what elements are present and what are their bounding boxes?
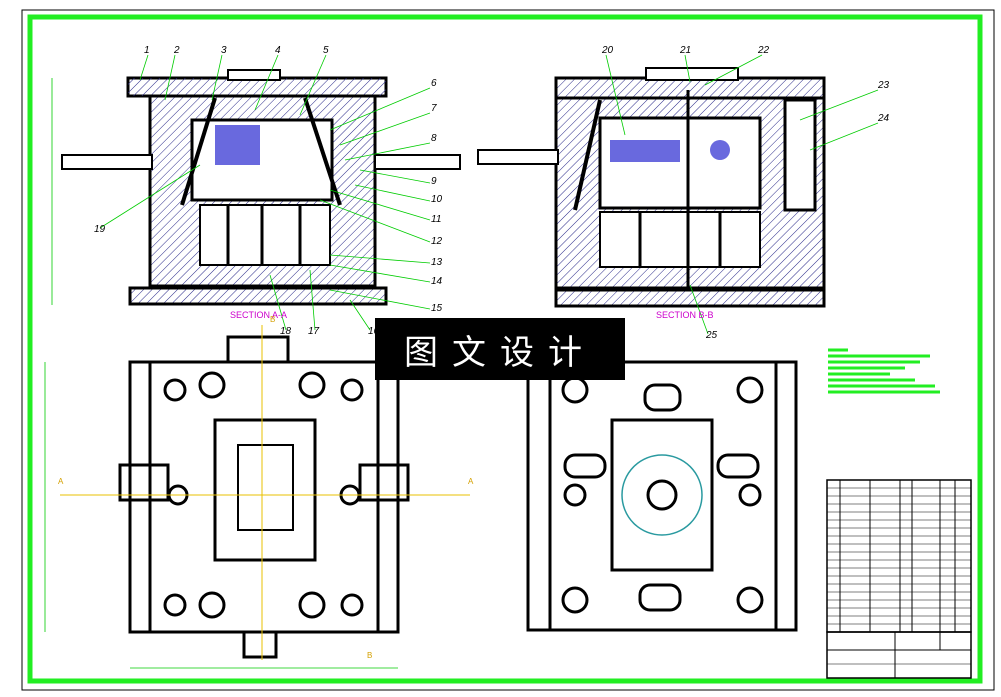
fixed-half-plan-view [526, 360, 798, 632]
part-number: 9 [431, 176, 437, 187]
part-number: 7 [431, 103, 437, 114]
part-number: 5 [323, 45, 329, 56]
part-number: 25 [705, 330, 718, 341]
outer-frame [21, 9, 995, 691]
watermark-banner: 图文设计 [375, 318, 625, 380]
part-number: 19 [94, 224, 106, 235]
part-number: 23 [877, 80, 890, 91]
part-number: 20 [601, 45, 614, 56]
section-marker-b-bottom: B [367, 651, 372, 660]
part-numbers-aa: 1 2 3 4 5 6 7 8 9 10 11 12 13 14 15 16 1… [94, 45, 443, 337]
part-number: 13 [431, 257, 443, 268]
part-number: 16 [368, 326, 380, 337]
part-number: 24 [877, 113, 890, 124]
part-number: 17 [308, 326, 320, 337]
part-number: 14 [431, 276, 443, 287]
section-marker-a-right: A [468, 477, 474, 486]
part-numbers-bb: 20 21 22 23 24 25 [601, 45, 890, 341]
part-number: 22 [757, 45, 770, 56]
section-label-aa: SECTION A-A [230, 310, 287, 320]
part-number: 15 [431, 303, 443, 314]
part-number: 2 [173, 45, 180, 56]
part-number: 1 [144, 45, 150, 56]
part-number: 11 [431, 214, 441, 225]
part-leaders-bb [605, 54, 879, 335]
section-bb-view [477, 67, 826, 308]
green-border [27, 14, 983, 684]
part-number: 4 [275, 45, 281, 56]
title-block [826, 631, 972, 679]
part-number: 21 [679, 45, 691, 56]
section-aa-view [51, 69, 461, 306]
section-marker-a-left: A [58, 477, 64, 486]
section-marker-b-top: B [270, 315, 275, 324]
moving-half-plan-view [44, 325, 470, 669]
part-number: 6 [431, 78, 437, 89]
part-number: 3 [221, 45, 227, 56]
parts-list-table [826, 479, 972, 633]
section-label-bb: SECTION B-B [656, 310, 714, 320]
part-number: 8 [431, 133, 437, 144]
part-number: 18 [280, 326, 292, 337]
part-number: 12 [431, 236, 443, 247]
part-leaders-aa [99, 54, 431, 331]
technical-notes [828, 348, 940, 394]
part-number: 10 [431, 194, 443, 205]
